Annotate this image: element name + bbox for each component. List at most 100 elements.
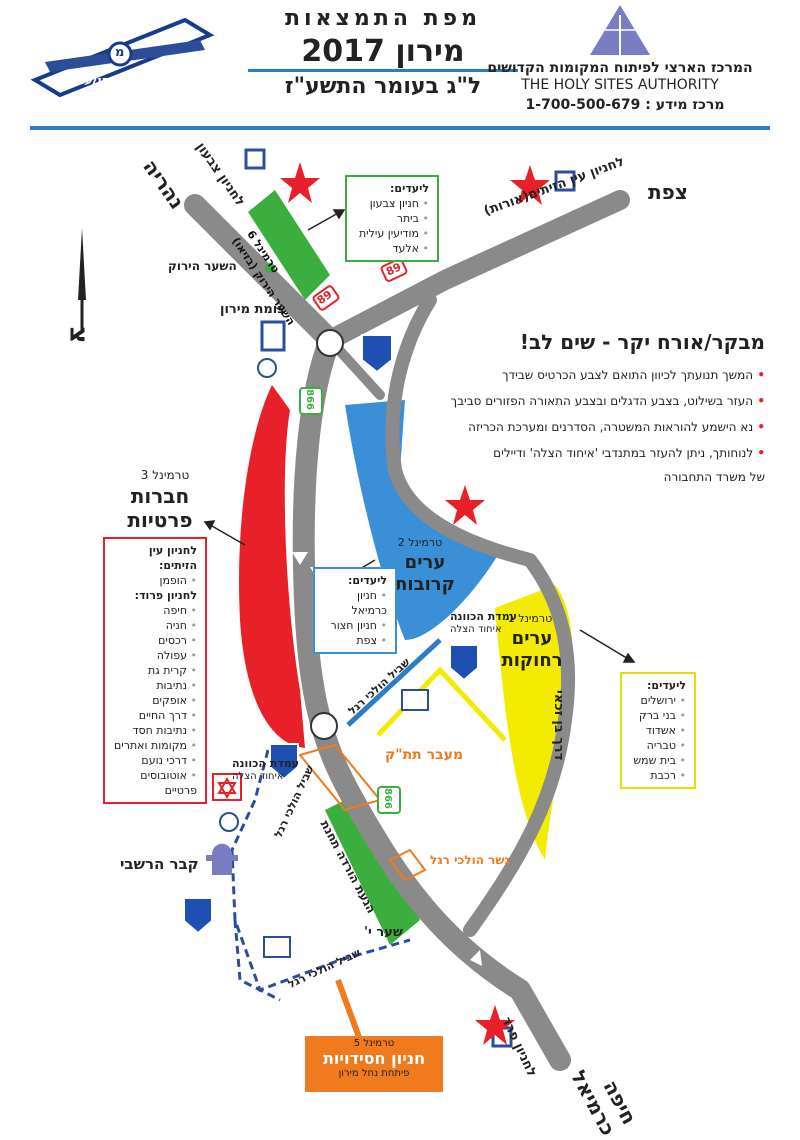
north-arrow <box>78 228 86 330</box>
road-sign-866-a <box>299 387 323 415</box>
parking-icon-tzivon <box>244 148 266 170</box>
t3-dest-item: דרכי נועם <box>111 753 197 768</box>
t1-dest-item: רכבת <box>628 768 686 783</box>
dest-safed: צפת <box>648 180 688 204</box>
event-date: ל"ג בעומר התשע"ז <box>284 74 482 99</box>
terminal-6-destinations: ליעדים: חניון צבעון ביתר מודיעין עילית א… <box>345 175 439 262</box>
t2-dest-item: צפת <box>321 633 387 648</box>
road-sign-89-a <box>312 285 340 311</box>
terminal-4-zone <box>325 795 420 945</box>
authority-english: THE HOLY SITES AUTHORITY <box>521 77 719 93</box>
t1-dest-item: בית שמש <box>628 753 686 768</box>
t3-dest-title-b: לחניון פרוד: <box>134 589 197 602</box>
hatzala-shield-4 <box>183 897 213 935</box>
guidance-station-2-title: עמדת הכוונה <box>232 757 299 770</box>
gate-y-label: שער י' <box>364 925 403 940</box>
meron-junction-label: צומת מירון <box>220 302 286 317</box>
parking-icon-safed <box>554 170 576 192</box>
t6-dest-item: ביתר <box>353 211 429 226</box>
terminal-5-link <box>335 978 363 1042</box>
terminal-2-number: טרמינל 2 <box>397 536 443 549</box>
terminal-5-sub: פיתחת נחל מירון <box>338 1068 410 1079</box>
t6-dest-item: אלעד <box>353 241 429 256</box>
t3-dest-title-a: לחניון עין הזיתים: <box>148 544 197 572</box>
visitor-notice: מבקר/אורח יקר - שים לב! המשך תנועתך לכיו… <box>430 330 765 484</box>
mda-icon <box>212 773 242 801</box>
compass-north-label: צ <box>63 326 94 344</box>
notice-item: המשך תנועתך לכיוון התואם לצבע הכרטיס שבי… <box>430 368 765 382</box>
road-sign-866-b <box>377 786 401 814</box>
notice-title: מבקר/אורח יקר - שים לב! <box>519 330 765 354</box>
restroom-icon-2 <box>263 936 291 958</box>
notice-item: לנוחותך, ניתן להעזר במתנדבי 'איחוד הצלה'… <box>430 446 765 460</box>
holy-sites-logo <box>590 5 650 55</box>
t6-dest-item: חניון צבעון <box>353 196 429 211</box>
underpass-label: מעבר תת"ק <box>385 747 464 763</box>
terminal-3-destinations: לחניון עין הזיתים: הופמן לחניון פרוד: חי… <box>103 537 207 804</box>
t3-dest-item: אוטובוסים פרטיים <box>111 768 197 798</box>
terminal-5-box: טרמינל 5 חניון חסידויות פיתחת נחל מירון <box>305 1036 443 1092</box>
t6-dest-title: ליעדים: <box>390 182 429 195</box>
t3-dest-item: דרך החיים <box>111 708 197 723</box>
south-roundabout <box>310 712 338 740</box>
t1-dest-title: ליעדים: <box>647 679 686 692</box>
terminal-2-destinations: ליעדים: חניון כרמיאל חניון חצור צפת <box>313 567 397 654</box>
authority-hebrew: המרכז הארצי לפיתוח המקומות הקדושים <box>487 60 753 76</box>
ben-zakai-road-label: דרך בן זכאי <box>551 690 566 761</box>
terminal-1-number: טרמינל 1 <box>507 612 553 625</box>
t2-dest-item: חניון חצור <box>321 618 387 633</box>
star-icon-2 <box>510 165 550 205</box>
t2-dest-item: חניון כרמיאל <box>321 588 387 618</box>
footbridge-label: גשר הולכי רגל <box>430 853 510 867</box>
terminal-2-name: ערים קרובות <box>395 552 455 595</box>
police-icon-2 <box>219 812 239 832</box>
t3-dest-item: חיפה <box>111 603 197 618</box>
terminal-3-zone <box>239 385 305 748</box>
hatzala-shield-1 <box>361 334 393 374</box>
t6-dest-item: מודיעין עילית <box>353 226 429 241</box>
t3-dest-item: קרית גת <box>111 663 197 678</box>
t3-dest-item: מקומות ואתרים <box>111 738 197 753</box>
notice-item: נא הישמע להוראות המשטרה, הסדרנים ומערכת … <box>430 420 765 434</box>
road-866-a-label: 866 <box>303 389 315 410</box>
green-gate-label: השער הירוק <box>168 259 237 273</box>
terminal-6-zone <box>248 190 330 300</box>
t1-dest-item: בני ברק <box>628 708 686 723</box>
star-icon-4 <box>475 1005 515 1045</box>
police-icon-1 <box>257 358 277 378</box>
terminal-3-number: טרמינל 3 <box>140 468 190 482</box>
t3-dest-item: חניה <box>111 618 197 633</box>
logo-letter: מ <box>115 45 125 60</box>
t1-dest-item: טבריה <box>628 738 686 753</box>
notice-item: העזר בשילוט, בצבע הדגלים ובצבע התאורה הפ… <box>430 394 765 408</box>
road-sign-89-b <box>380 258 408 282</box>
info-center: מרכז מידע : 1-700-500-679 <box>525 97 725 113</box>
t1-dest-item: אשדוד <box>628 723 686 738</box>
road-866-b-label: 866 <box>381 788 393 809</box>
rashbi-tomb-icon <box>206 843 238 875</box>
tnuaa-logo <box>30 17 215 98</box>
t3-dest-item: הופמן <box>111 573 197 588</box>
notice-footer: של משרד התחבורה <box>663 470 765 484</box>
terminal-5-number: טרמינל 5 <box>353 1038 395 1049</box>
t3-dest-item: רכסים <box>111 633 197 648</box>
hatzala-shield-2 <box>449 644 479 682</box>
pedestrian-path-blue <box>346 638 442 727</box>
t3-dest-item: עפולה <box>111 648 197 663</box>
terminal-5-name: חניון חסידויות <box>322 1049 426 1068</box>
hatzala-shield-3 <box>269 743 299 781</box>
fuel-station-icon <box>260 320 286 352</box>
green-gate-dot <box>265 263 275 273</box>
star-icon-3 <box>445 485 485 525</box>
t3-dest-item: נתיבות <box>111 678 197 693</box>
terminal-1-destinations: ליעדים: ירושלים בני ברק אשדוד טבריה בית … <box>620 672 696 789</box>
guidance-station-1-title: עמדת הכוונה <box>450 610 517 623</box>
terminal-3-name: חברות פרטיות <box>127 484 193 532</box>
restroom-icon-1 <box>401 689 429 711</box>
t3-dest-item: אופקים <box>111 693 197 708</box>
walking-path-dashed-2 <box>233 919 281 1002</box>
map-title: מפת התמצאות <box>284 6 482 31</box>
star-icon-1 <box>280 162 320 203</box>
meron-junction-roundabout <box>316 329 344 357</box>
